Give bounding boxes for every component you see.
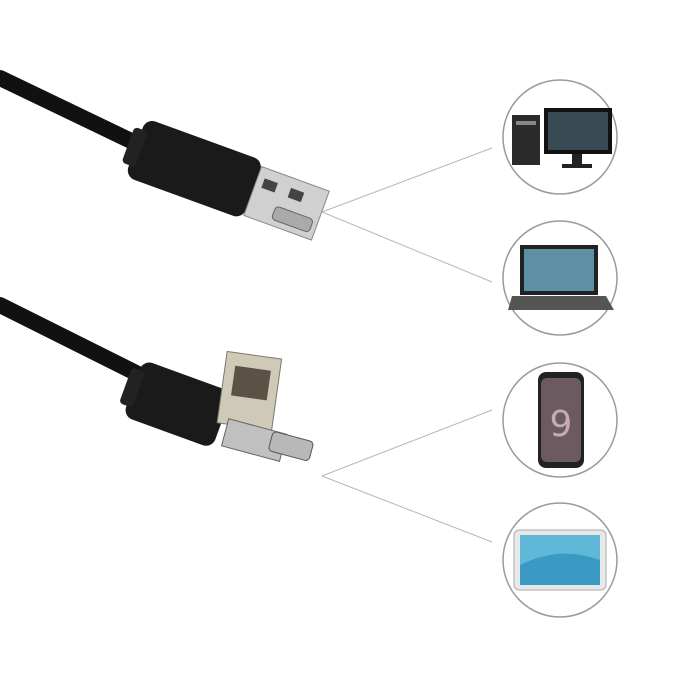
smartphone-icon: 9	[502, 362, 618, 478]
laptop-icon	[502, 220, 618, 336]
leader-lines	[321, 147, 493, 543]
svg-text:9: 9	[550, 404, 573, 445]
otg-cable	[0, 297, 314, 462]
desktop-computer-icon	[502, 79, 618, 195]
usb-a-cable	[0, 70, 330, 241]
tablet-icon	[502, 502, 618, 618]
